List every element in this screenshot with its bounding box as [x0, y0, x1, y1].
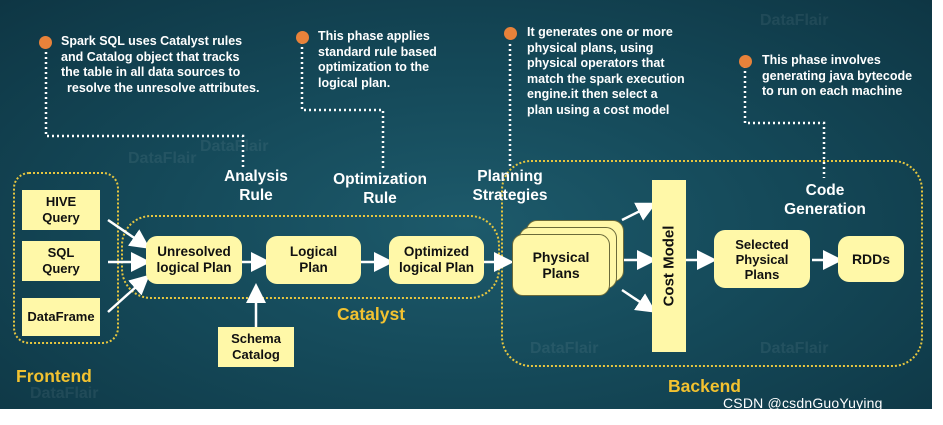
note-line: physical plans, using [527, 40, 654, 55]
arrow-dataframe-unresolved [107, 274, 150, 313]
bullet-dot-codegen [739, 55, 752, 68]
phase-code-generation: Code Generation [770, 181, 880, 219]
watermark-5: DataFlair [760, 340, 829, 357]
box-label-line: RDDs [851, 251, 891, 267]
note-line: and Catalog object that tracks [61, 49, 240, 64]
phase-label-line: Planning [477, 168, 543, 185]
watermark-4: DataFlair [530, 340, 599, 357]
box-label-line: Query [42, 210, 80, 225]
box-label-line: Plan [299, 260, 328, 275]
watermark-1: DataFlair [760, 12, 829, 29]
box-label-line: Plans [542, 265, 580, 281]
note-line: match the spark execution [527, 71, 685, 86]
note-line: physical operators that [527, 56, 665, 70]
note-analysis: Spark SQL uses Catalyst rules and Catalo… [61, 34, 259, 96]
note-line: to run on each machine [762, 84, 903, 98]
watermark-3: DataFlair [128, 150, 197, 167]
leader-codegen [743, 66, 826, 178]
note-optimization: This phase applies standard rule based o… [318, 29, 437, 91]
box-label-line: HIVE [45, 194, 77, 209]
input-dataframe: DataFrame [22, 298, 100, 336]
note-line: generating java bytecode [762, 68, 913, 83]
arrow-hive-unresolved [107, 218, 151, 249]
box-label-line: logical Plan [398, 260, 475, 275]
box-label-line: Logical [289, 244, 338, 259]
box-label-line: Catalog [232, 347, 280, 362]
phase-label-line: Rule [363, 190, 397, 207]
phase-label-line: Analysis [224, 168, 288, 185]
box-label-line: Selected [735, 236, 789, 252]
note-line: plan using a cost model [527, 102, 670, 117]
box-label-line: Physical [735, 251, 789, 267]
bullet-dot-planning [504, 27, 517, 40]
phase-planning-strategies: Planning Strategies [458, 167, 562, 205]
phase-label-line: Strategies [472, 187, 548, 204]
box-label-line: Optimized [403, 244, 470, 259]
watermark-6: DataFlair [30, 385, 99, 402]
phase-label-line: Code [805, 182, 845, 199]
watermark-2: DataFlair [200, 138, 269, 155]
region-label-backend: Backend [668, 376, 741, 396]
phase-label-line: Optimization [333, 171, 427, 188]
note-line: This phase involves [762, 53, 881, 67]
cost-model-label: Cost Model [660, 225, 677, 307]
leader-analysis [44, 52, 245, 170]
credit-watermark: CSDN @csdnGuoYuying [723, 395, 883, 411]
box-label-line: Plans [744, 266, 780, 282]
bullet-dot-optimization [296, 31, 309, 44]
phase-label-line: Rule [239, 187, 273, 204]
frontend-region [13, 172, 119, 344]
bullet-dot-analysis [39, 36, 52, 49]
phase-optimization-rule: Optimization Rule [318, 170, 442, 208]
note-line: resolve the unresolve attributes. [67, 80, 260, 95]
cost-model: Cost Model [652, 180, 686, 352]
note-line: This phase applies [318, 29, 430, 43]
rdds: RDDs [838, 236, 904, 282]
box-label-line: Physical [532, 249, 590, 265]
box-label-line: SQL [47, 245, 75, 260]
region-label-catalyst: Catalyst [337, 304, 406, 324]
note-codegen: This phase involves generating java byte… [762, 53, 912, 100]
arrow-physical-cost-bottom [621, 288, 657, 313]
diagram-background [0, 0, 932, 409]
note-line: optimization to the [318, 60, 430, 74]
note-line: the table in all data sources to [61, 65, 241, 79]
box-label-line: Schema [231, 331, 281, 346]
note-line: engine.it then select a [527, 87, 658, 101]
box-label-line: Query [42, 261, 80, 276]
note-planning: It generates one or more physical plans,… [527, 25, 685, 118]
note-line: logical plan. [318, 75, 391, 90]
note-line: It generates one or more [527, 25, 673, 39]
phase-label-line: Generation [784, 201, 866, 218]
phase-analysis-rule: Analysis Rule [208, 167, 304, 205]
arrow-physical-cost-top [621, 202, 657, 222]
box-label-line: logical Plan [156, 260, 232, 275]
box-label-line: Unresolved [157, 244, 231, 259]
note-line: Spark SQL uses Catalyst rules [61, 34, 243, 48]
box-label-line: DataFrame [27, 309, 95, 324]
note-line: standard rule based [318, 44, 437, 59]
region-label-frontend: Frontend [16, 366, 92, 386]
